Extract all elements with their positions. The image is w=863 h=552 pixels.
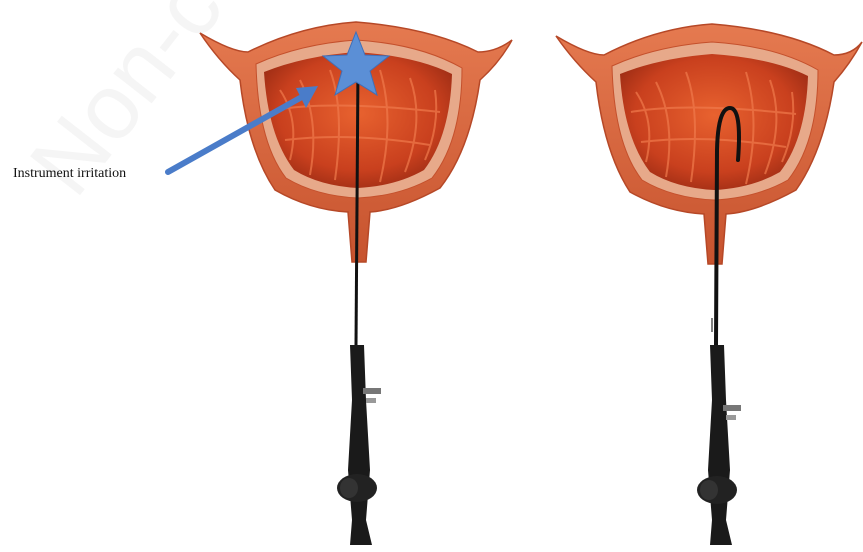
annotation-label: Instrument irritation: [13, 166, 126, 182]
right-bladder: [556, 24, 862, 264]
